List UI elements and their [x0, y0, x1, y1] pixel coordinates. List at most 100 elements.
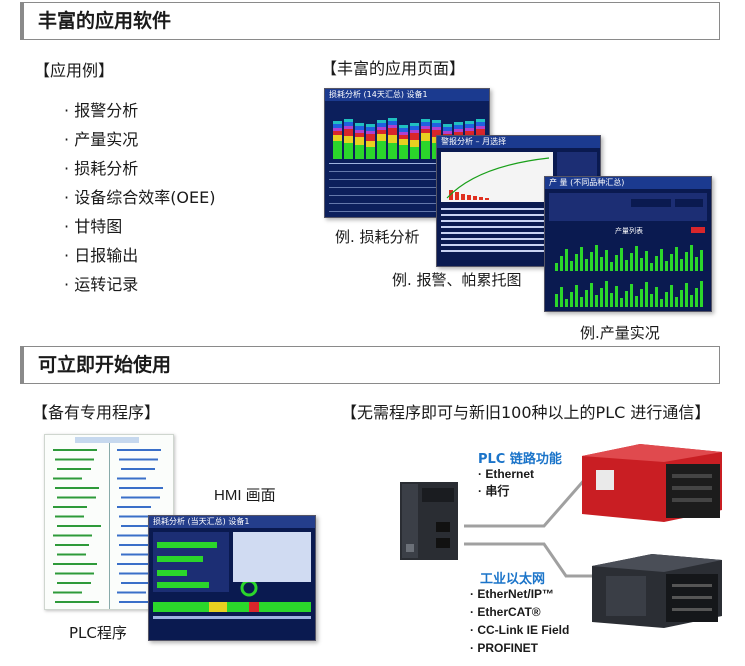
ladder-rung — [55, 601, 99, 603]
ladder-rung — [119, 601, 163, 603]
output-bar — [690, 245, 693, 271]
output-bar — [605, 281, 608, 307]
loss-bar-segment — [377, 130, 386, 134]
loss-bar-segment — [355, 145, 364, 159]
output-bar — [585, 290, 588, 307]
loss-bar-segment — [465, 121, 474, 124]
list-item: · 设备综合效率(OEE) — [64, 188, 216, 207]
output-bar — [700, 281, 703, 307]
ladder-rung — [53, 477, 82, 480]
loss-bar-segment — [355, 137, 364, 145]
plc-link-title: PLC 链路功能 — [478, 452, 562, 467]
loss-bar-segment — [465, 128, 474, 131]
list-item: · Ethernet — [478, 467, 535, 481]
output-chart-title: 产量列表 — [615, 226, 643, 235]
list-item: · 运转记录 — [64, 275, 139, 294]
output-bar — [615, 255, 618, 271]
output-bar — [635, 296, 638, 307]
list-item: · EtherNet/IP™ — [470, 587, 555, 601]
output-bar — [635, 246, 638, 271]
ladder-rung — [55, 487, 99, 489]
output-bar — [570, 261, 573, 271]
loss-bar-segment — [399, 125, 408, 128]
loss-bar-segment — [399, 139, 408, 145]
loss-bar-segment — [344, 126, 353, 129]
output-bar — [580, 297, 583, 307]
output-bar — [570, 292, 573, 307]
ladder-rung — [57, 468, 91, 470]
output-bar — [610, 262, 613, 271]
list-item: · 损耗分析 — [64, 159, 139, 178]
ladder-rung — [119, 572, 158, 575]
ladder-rung — [55, 458, 94, 461]
output-screen-title: 产 量 (不同品种汇总) — [545, 177, 711, 189]
ladder-rung — [117, 534, 156, 537]
output-bar — [680, 290, 683, 307]
ladder-rung — [117, 449, 161, 451]
loss-bar-segment — [366, 131, 375, 134]
output-bar — [655, 256, 658, 271]
alarm-caption: 例. 报警、帕累托图 — [392, 271, 522, 289]
application-pages-label: 【丰富的应用页面】 — [321, 59, 466, 78]
loss-bar-segment — [399, 132, 408, 135]
output-caption: 例.产量实况 — [580, 324, 660, 342]
ladder-rung — [121, 553, 150, 556]
loss-bar-segment — [366, 124, 375, 127]
ladder-rung — [121, 582, 155, 584]
output-bar — [650, 294, 653, 307]
loss-bar-segment — [410, 133, 419, 140]
ladder-rung — [57, 525, 101, 527]
loss-bar-segment — [421, 119, 430, 122]
hmi-caption: HMI 画面 — [214, 487, 276, 504]
application-examples-label: 【应用例】 — [34, 61, 115, 80]
output-bar — [620, 298, 623, 307]
plc-communication-label: 【无需程序即可与新旧100种以上的PLC 进行通信】 — [341, 403, 711, 422]
loss-bar-segment — [344, 129, 353, 136]
plc-program-caption: PLC程序 — [69, 624, 127, 642]
output-bar — [615, 286, 618, 307]
loss-bar-segment — [476, 129, 485, 136]
output-bar — [590, 252, 593, 271]
section-title-applications: 丰富的应用软件 — [20, 2, 720, 40]
ladder-rung — [55, 544, 89, 546]
loss-screen-title: 损耗分析 (14天汇总) 设备1 — [325, 89, 489, 101]
loss-bar-segment — [443, 131, 452, 134]
list-item: · PROFINET — [470, 641, 539, 655]
output-bar — [645, 251, 648, 271]
output-bar — [665, 292, 668, 307]
ladder-rung — [57, 582, 91, 584]
loss-bar-segment — [388, 128, 397, 135]
output-bar — [675, 297, 678, 307]
alarm-screen-title: 警报分析 – 月选择 — [437, 136, 600, 148]
output-bar — [585, 259, 588, 271]
ladder-diagram — [53, 437, 165, 609]
plc-link-list: · Ethernet · 串行 — [478, 466, 534, 500]
output-bar — [640, 258, 643, 271]
loss-caption: 例. 损耗分析 — [333, 226, 422, 247]
loss-bar-segment — [355, 130, 364, 133]
output-bar — [660, 299, 663, 307]
loss-bar-segment — [355, 126, 364, 130]
output-bar — [600, 257, 603, 271]
output-bar — [575, 285, 578, 307]
loss-bar-segment — [432, 120, 441, 123]
loss-bar-segment — [443, 124, 452, 127]
ladder-rung — [53, 563, 97, 565]
output-bar — [670, 254, 673, 271]
ladder-rung — [55, 515, 84, 518]
loss-bar-segment — [355, 123, 364, 126]
output-bar — [565, 249, 568, 271]
ladder-rung — [121, 468, 155, 470]
loss-bar-segment — [432, 123, 441, 127]
ladder-rung — [119, 487, 163, 489]
loss-bar-segment — [366, 127, 375, 131]
section-title-quick-start: 可立即开始使用 — [20, 346, 720, 384]
output-bar — [690, 295, 693, 307]
output-bar — [605, 250, 608, 271]
output-screenshot: 产 量 (不同品种汇总) 产量列表 — [544, 176, 712, 312]
list-item: · 甘特图 — [64, 217, 123, 236]
dedicated-program-label: 【备有专用程序】 — [32, 403, 161, 422]
loss-bar-segment — [476, 126, 485, 129]
output-bar — [620, 248, 623, 271]
output-bar — [580, 247, 583, 271]
